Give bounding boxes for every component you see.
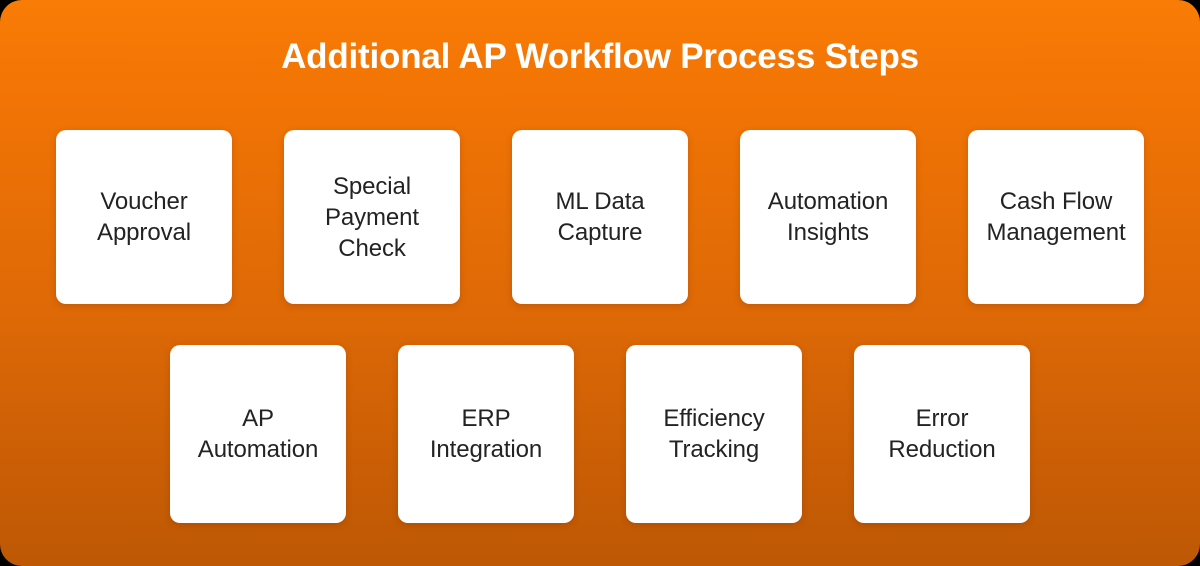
process-step-label: Error Reduction xyxy=(888,405,996,463)
process-step-label: AP Automation xyxy=(197,405,319,463)
process-step-card[interactable]: ML Data Capture xyxy=(512,130,688,304)
process-steps-row-1: Voucher Approval Special Payment Check M… xyxy=(0,130,1200,304)
process-step-card[interactable]: Cash Flow Management xyxy=(968,130,1144,304)
process-step-card[interactable]: Automation Insights xyxy=(740,130,916,304)
process-step-label: Efficiency Tracking xyxy=(663,405,765,463)
process-step-card[interactable]: Error Reduction xyxy=(854,345,1030,523)
process-step-label: Special Payment Check xyxy=(324,172,419,262)
process-step-card[interactable]: Special Payment Check xyxy=(284,130,460,304)
process-step-card[interactable]: Voucher Approval xyxy=(56,130,232,304)
process-step-label: Voucher Approval xyxy=(97,188,191,246)
process-step-card[interactable]: AP Automation xyxy=(170,345,346,523)
process-step-label: Cash Flow Management xyxy=(986,188,1126,246)
process-steps-grid: Voucher Approval Special Payment Check M… xyxy=(0,130,1200,523)
process-step-label: ERP Integration xyxy=(429,405,543,463)
process-step-label: ML Data Capture xyxy=(555,188,645,246)
process-step-label: Automation Insights xyxy=(767,188,889,246)
process-steps-row-2: AP Automation ERP Integration Efficiency… xyxy=(0,345,1200,523)
page-title: Additional AP Workflow Process Steps xyxy=(281,37,919,76)
process-step-card[interactable]: Efficiency Tracking xyxy=(626,345,802,523)
process-step-card[interactable]: ERP Integration xyxy=(398,345,574,523)
